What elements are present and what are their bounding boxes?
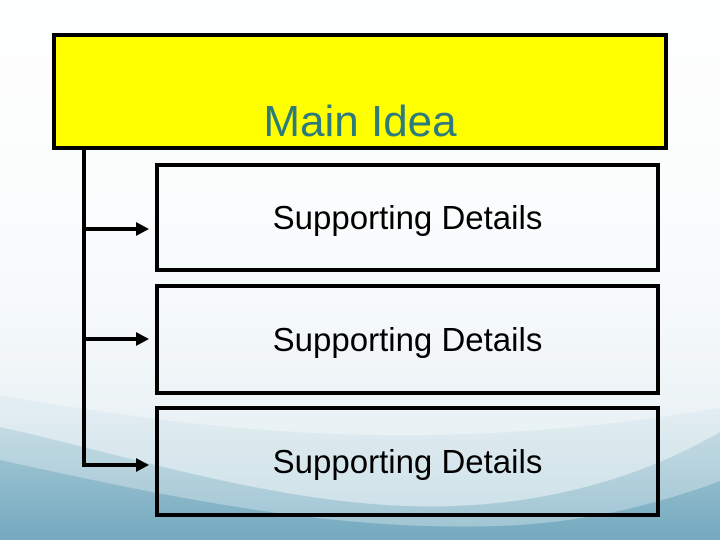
connector-arrow-1 <box>82 221 149 237</box>
connector-vertical-line <box>82 150 86 467</box>
arrow-head-icon <box>136 458 149 472</box>
supporting-details-box-1: Supporting Details <box>155 163 660 272</box>
arrow-line <box>82 227 138 231</box>
arrow-head-icon <box>136 222 149 236</box>
supporting-details-box-3: Supporting Details <box>155 406 660 517</box>
arrow-line <box>82 337 138 341</box>
supporting-details-label-2: Supporting Details <box>272 321 543 358</box>
arrow-head-icon <box>136 332 149 346</box>
supporting-details-label-1: Supporting Details <box>272 199 543 236</box>
connector-arrow-2 <box>82 331 149 347</box>
supporting-details-box-2: Supporting Details <box>155 284 660 395</box>
main-idea-title: Main Idea <box>263 97 457 146</box>
arrow-line <box>82 463 138 467</box>
main-idea-box: Main Idea <box>52 33 668 150</box>
connector-arrow-3 <box>82 457 149 473</box>
supporting-details-label-3: Supporting Details <box>272 443 543 480</box>
